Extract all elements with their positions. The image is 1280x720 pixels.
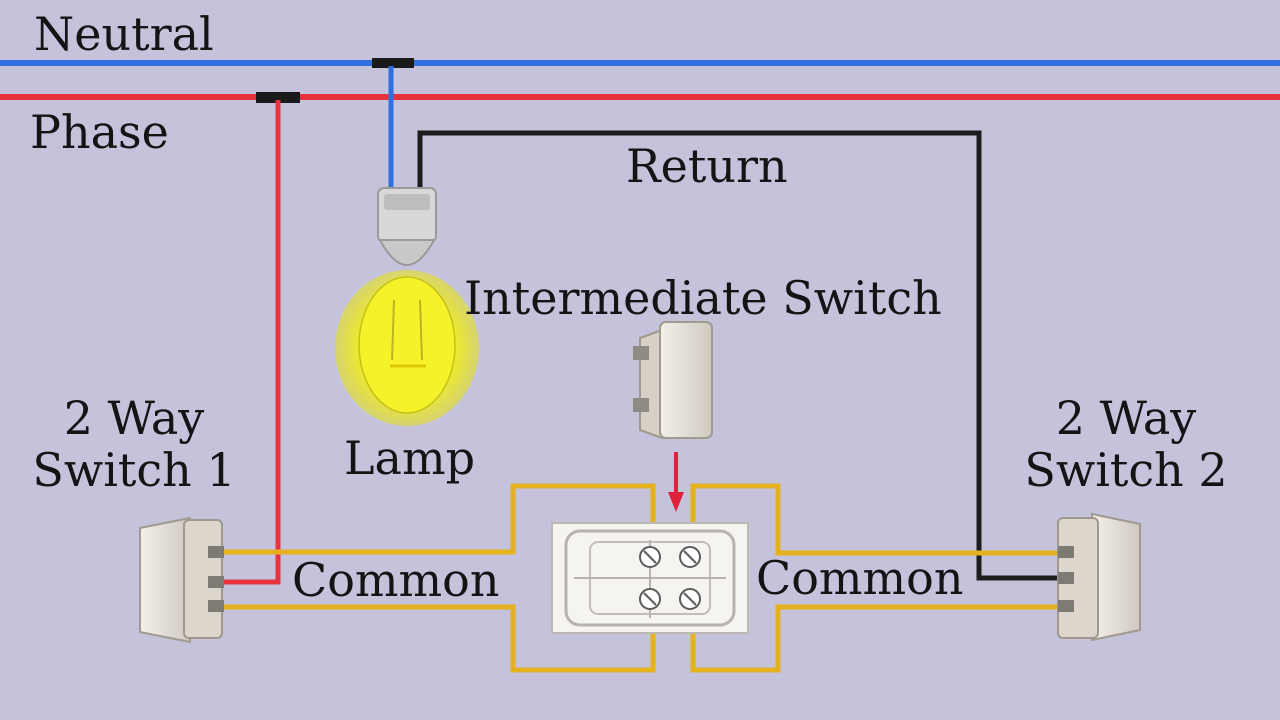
neutral-label: Neutral xyxy=(34,7,214,61)
phase-junction xyxy=(256,92,300,103)
return-wire xyxy=(417,130,1060,581)
intermediate-switch-icon xyxy=(633,321,713,440)
common-label-left: Common xyxy=(292,553,500,607)
intermediate-switch-block xyxy=(551,522,749,634)
switch1-label: 2 Way Switch 1 xyxy=(24,392,244,496)
switch1-label-line2: Switch 1 xyxy=(32,443,236,497)
arrow-down-icon xyxy=(668,452,684,512)
two-way-switch-icon xyxy=(1057,512,1141,642)
phase-label: Phase xyxy=(30,105,169,159)
lamp-label: Lamp xyxy=(344,431,476,485)
return-label: Return xyxy=(626,139,788,193)
switch1-label-line1: 2 Way xyxy=(63,391,205,445)
lamp-icon xyxy=(335,187,479,426)
switch2-label: 2 Way Switch 2 xyxy=(1016,392,1236,496)
switch2-label-line1: 2 Way xyxy=(1055,391,1197,445)
neutral-junction xyxy=(372,58,414,68)
phase-drop-wire xyxy=(222,100,281,585)
intermediate-switch-label: Intermediate Switch xyxy=(464,271,942,325)
switch2-label-line2: Switch 2 xyxy=(1024,443,1228,497)
traveller-wires xyxy=(222,483,1060,673)
two-way-switch-icon xyxy=(139,516,224,644)
common-label-right: Common xyxy=(756,551,964,605)
